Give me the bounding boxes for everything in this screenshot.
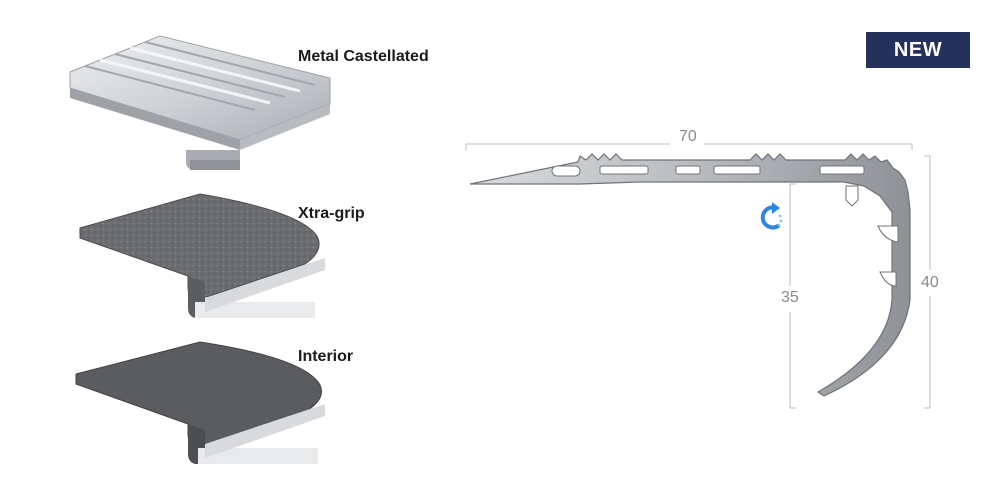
rotate-icon xyxy=(760,202,783,230)
profile-cross-section xyxy=(465,143,931,409)
dimension-inner-height: 35 xyxy=(781,289,799,306)
variant-label-xtra-grip: Xtra-grip xyxy=(298,205,365,222)
new-badge: NEW xyxy=(866,32,970,68)
metal-castellated-tread-image xyxy=(69,35,331,170)
xtra-grip-tread-image xyxy=(78,193,325,318)
dimension-outer-height: 40 xyxy=(921,274,939,291)
variant-label-interior: Interior xyxy=(298,348,353,365)
interior-tread-image xyxy=(75,341,325,464)
variant-label-metal-castellated: Metal Castellated xyxy=(298,48,429,65)
dimension-width: 70 xyxy=(679,128,697,145)
